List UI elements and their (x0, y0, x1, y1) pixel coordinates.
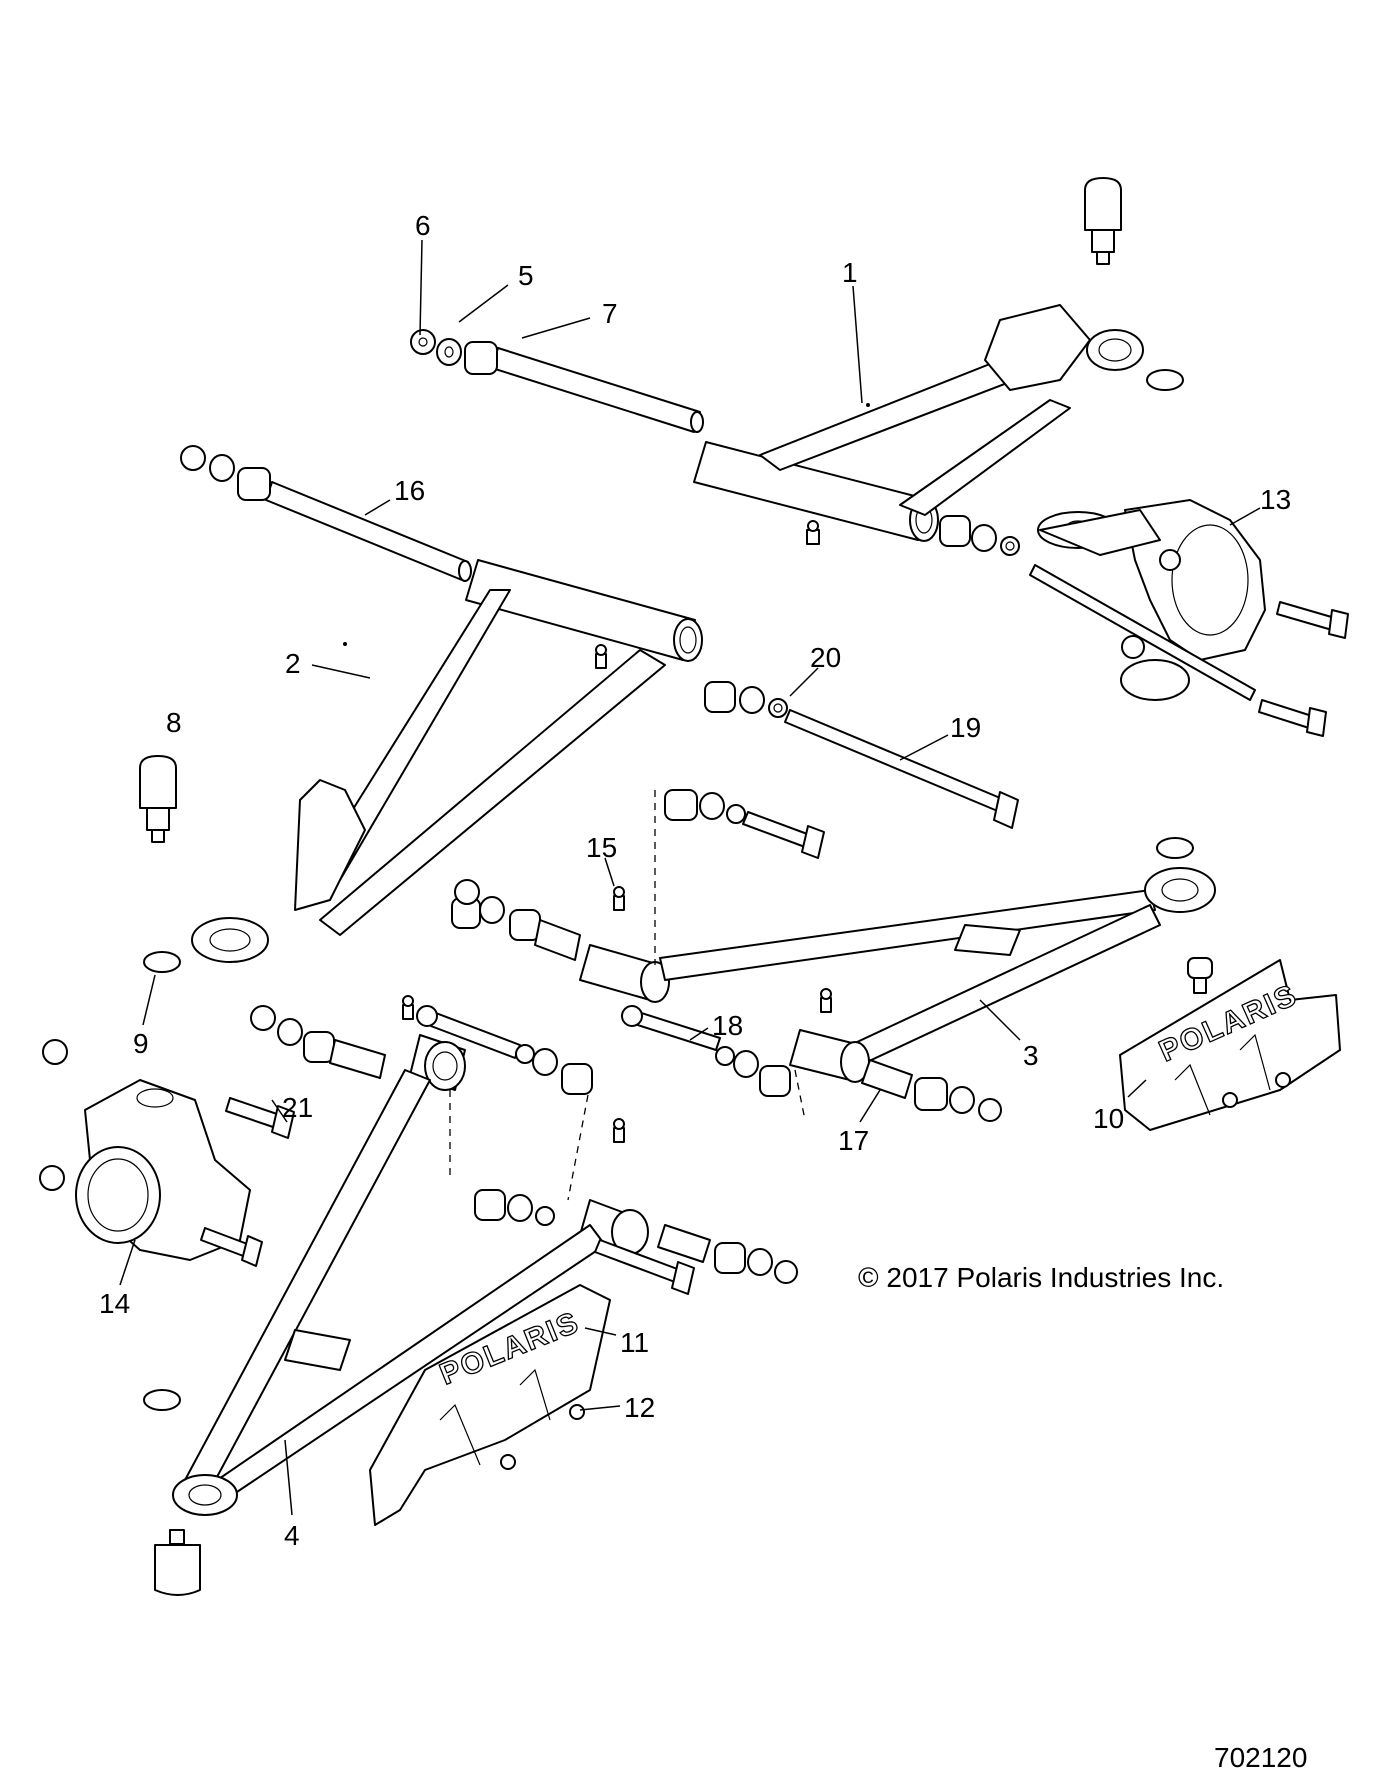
leader-15 (604, 857, 615, 887)
callout-13: 13 (1260, 484, 1291, 515)
bushing-set-lower-right-front (451, 879, 581, 961)
upper-a-arm-right (693, 304, 1144, 542)
leader-3 (979, 999, 1021, 1041)
grease-fitting (820, 988, 832, 1013)
pivot-shaft-upper (410, 329, 704, 433)
bolt-lower-left-rear (594, 1239, 695, 1295)
callout-19: 19 (950, 712, 981, 743)
grease-fitting (806, 520, 820, 545)
skid-screw (1222, 1092, 1238, 1108)
leader-11 (584, 1327, 617, 1336)
upper-a-arm-left (191, 559, 703, 963)
drawing-number: 702120 (1214, 1742, 1308, 1773)
knuckle-nut-left (39, 1165, 65, 1191)
leader-19 (899, 734, 949, 761)
ball-joint-upper-left (139, 755, 177, 843)
leader-7 (521, 317, 591, 339)
steering-knuckle-left (75, 1079, 251, 1261)
leader-9 (142, 974, 156, 1026)
leader-17 (859, 1089, 881, 1123)
leader-2 (311, 664, 371, 679)
leader-10 (1127, 1079, 1147, 1098)
leader-5 (458, 284, 509, 323)
lower-a-arm-right (579, 867, 1216, 1083)
bushing-set-17 (861, 1059, 1002, 1122)
steering-knuckle-right (1037, 499, 1266, 701)
pivot-shaft-left (180, 445, 472, 582)
callout-16: 16 (394, 475, 425, 506)
assembly-guide-line (567, 1094, 589, 1201)
leader-12 (579, 1405, 621, 1411)
assembly-guide-line (794, 1069, 806, 1121)
leader-16 (364, 499, 391, 516)
bushing-set-lower-left-rear (474, 1189, 555, 1226)
knuckle-nut-left (42, 1039, 68, 1065)
knuckle-bolt-upper (1276, 601, 1349, 639)
callout-17: 17 (838, 1125, 869, 1156)
bushing-set-left-arm (704, 681, 788, 718)
knuckle-bolt-lower-left (200, 1227, 263, 1267)
knuckle-nut (1121, 635, 1145, 659)
bolt-lower-left (416, 1005, 593, 1095)
callout-21: 21 (282, 1092, 313, 1123)
ball-joint-upper-right (1084, 177, 1122, 265)
leader-14 (119, 1239, 136, 1286)
callout-14: 14 (99, 1288, 130, 1319)
grease-fitting-15 (613, 886, 625, 911)
callout-11: 11 (620, 1327, 649, 1358)
callout-1: 1 (842, 257, 858, 288)
retaining-ring-right (1156, 837, 1194, 859)
knuckle-bolt-lower (1258, 699, 1327, 737)
leader-20 (789, 667, 819, 697)
callout-10: 10 (1093, 1103, 1124, 1134)
callout-9: 9 (133, 1028, 149, 1059)
lower-a-arm-left (172, 1034, 649, 1516)
callout-15: 15 (586, 832, 617, 863)
copyright-notice: © 2017 Polaris Industries Inc. (858, 1262, 1225, 1293)
knuckle-bolt-long (1029, 564, 1256, 701)
leader-1 (852, 285, 863, 404)
grease-fitting (595, 644, 607, 669)
grease-fitting (402, 995, 414, 1020)
callout-8: 8 (166, 707, 182, 738)
skid-screw (500, 1454, 516, 1470)
leader-18 (689, 1027, 709, 1041)
leader-6 (419, 239, 423, 336)
callout-2: 2 (285, 648, 301, 679)
skid-plate-right: POLARIS (1119, 959, 1341, 1131)
leader-13 (1229, 507, 1261, 526)
bushing-set-lower-right-rear (664, 789, 825, 859)
callout-5: 5 (518, 260, 534, 291)
callout-3: 3 (1023, 1040, 1039, 1071)
retaining-ring-left (143, 951, 181, 973)
skid-screw (1275, 1072, 1291, 1088)
callout-6: 6 (415, 210, 431, 241)
long-bolt (784, 709, 1019, 829)
ball-joint-lower-left (154, 1529, 201, 1596)
leader-4 (284, 1439, 293, 1516)
ball-joint-lower-right (1187, 957, 1213, 994)
callout-18: 18 (712, 1010, 743, 1041)
bushing-set-lower-left-side (657, 1224, 798, 1284)
callout-12: 12 (624, 1392, 655, 1423)
bolt-18 (621, 1005, 791, 1097)
callout-7: 7 (602, 298, 618, 329)
skid-screw (569, 1404, 585, 1420)
callout-20: 20 (810, 642, 841, 673)
retaining-ring-lower-left (143, 1389, 181, 1411)
bushing-set-upper-right (939, 515, 1020, 556)
bushing-set-lower-left-front (250, 1005, 386, 1079)
leader-21 (271, 1099, 288, 1123)
knuckle-bolt-21 (225, 1097, 295, 1139)
retaining-ring (1146, 369, 1184, 391)
callout-4: 4 (284, 1520, 300, 1551)
grease-fitting (613, 1118, 625, 1143)
